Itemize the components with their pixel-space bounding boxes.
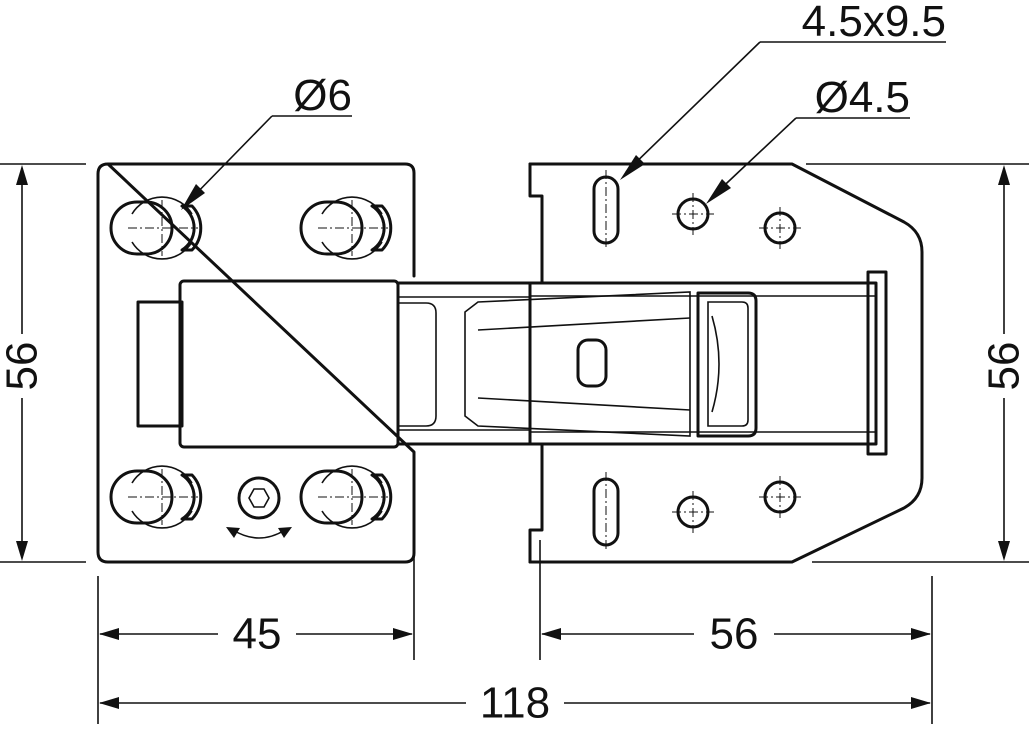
- hinge-body: [136, 270, 888, 456]
- width-arm-label: 56: [710, 610, 759, 659]
- overall-length-label: 118: [480, 679, 550, 728]
- large-hole-label: Ø6: [293, 71, 352, 120]
- mounting-plate: [96, 162, 416, 564]
- plate-slot-bottom-left: [109, 464, 203, 530]
- small-hole-label: Ø4.5: [815, 73, 910, 122]
- arm-hole-top-left: [670, 191, 716, 237]
- width-plate-label: 45: [233, 610, 282, 659]
- hex-adjustment-screw-icon: [226, 476, 292, 539]
- arm-slot-top: [592, 168, 620, 252]
- callout-large-hole: Ø6: [181, 71, 352, 210]
- arm-hole-bottom-right: [757, 474, 803, 520]
- hinge-arm: [528, 162, 924, 564]
- dimension-width-arm: 56: [539, 540, 933, 724]
- arm-slot-bottom: [592, 470, 620, 554]
- callout-small-hole: Ø4.5: [706, 73, 910, 204]
- dimension-height-left: 56: [0, 163, 86, 563]
- plate-slot-top-right: [299, 195, 393, 261]
- dimension-height-right: 56: [806, 163, 1029, 563]
- dimension-width-plate: 45: [97, 460, 415, 724]
- height-right-label: 56: [980, 342, 1029, 391]
- dimension-overall-length: 118: [99, 679, 931, 728]
- arm-hole-top-right: [757, 205, 803, 251]
- height-left-label: 56: [0, 342, 47, 391]
- plate-slot-top-left: [109, 195, 203, 261]
- plate-slot-bottom-right: [299, 464, 393, 530]
- arm-hole-bottom-left: [670, 489, 716, 535]
- callout-slot-size: 4.5x9.5: [620, 0, 946, 180]
- slot-size-label: 4.5x9.5: [802, 0, 946, 46]
